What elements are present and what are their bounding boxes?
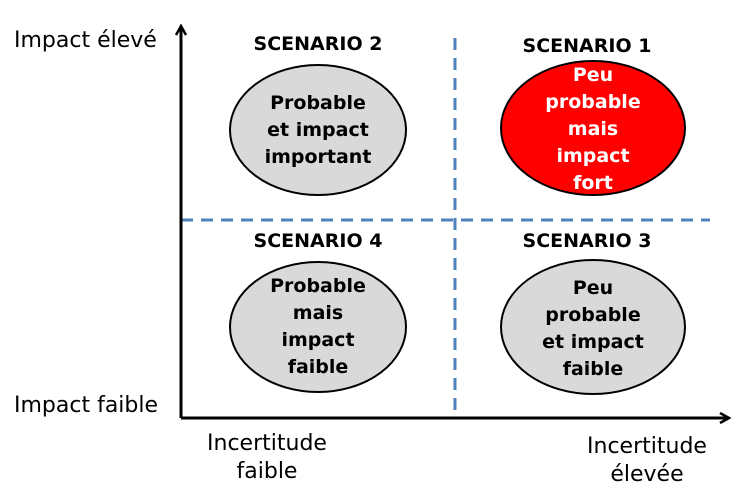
y-axis-bottom-label: Impact faible: [14, 393, 159, 418]
scenario-4-description: Probable mais impact faible: [238, 273, 398, 381]
scenario-4-title: SCENARIO 4: [253, 230, 383, 252]
x-axis-left-label-line: Incertitude: [207, 431, 327, 456]
description-line: et impact: [267, 119, 369, 141]
scenario-1-title: SCENARIO 1: [522, 35, 652, 57]
scenario-3-title: SCENARIO 3: [522, 230, 652, 252]
x-axis-right-label-line: Incertitude: [587, 434, 707, 459]
scenario-4-ellipse: [229, 261, 407, 393]
description-line: mais: [292, 302, 344, 324]
description-line: Probable: [270, 92, 366, 114]
description-line: Peu: [572, 277, 614, 299]
description-line: Probable: [270, 275, 366, 297]
description-line: faible: [562, 358, 624, 380]
description-line: faible: [287, 356, 349, 378]
scenario-2-ellipse: [229, 64, 407, 196]
y-axis-top-label: Impact élevé: [14, 28, 157, 53]
scenario-3-ellipse: [500, 259, 686, 395]
x-axis-left-label: Incertitude faible: [202, 430, 332, 486]
scenario-3-description: Peu probable et impact faible: [513, 275, 673, 383]
description-line: mais: [567, 118, 619, 140]
description-line: impact: [556, 145, 630, 167]
scenario-2-title: SCENARIO 2: [253, 33, 383, 55]
description-line: probable: [545, 91, 641, 113]
scenario-2-description: Probable et impact important: [238, 90, 398, 171]
description-line: probable: [545, 304, 641, 326]
description-line: fort: [573, 172, 613, 194]
x-axis-right-label-line: élevée: [610, 462, 684, 487]
description-line: important: [264, 146, 372, 168]
description-line: Peu: [572, 64, 614, 86]
description-line: et impact: [542, 331, 644, 353]
x-axis-left-label-line: faible: [236, 459, 298, 484]
description-line: impact: [281, 329, 355, 351]
x-axis-right-label: Incertitude élevée: [582, 433, 712, 489]
scenario-1-ellipse: [500, 60, 686, 196]
scenario-1-description: Peu probable mais impact fort: [513, 62, 673, 197]
